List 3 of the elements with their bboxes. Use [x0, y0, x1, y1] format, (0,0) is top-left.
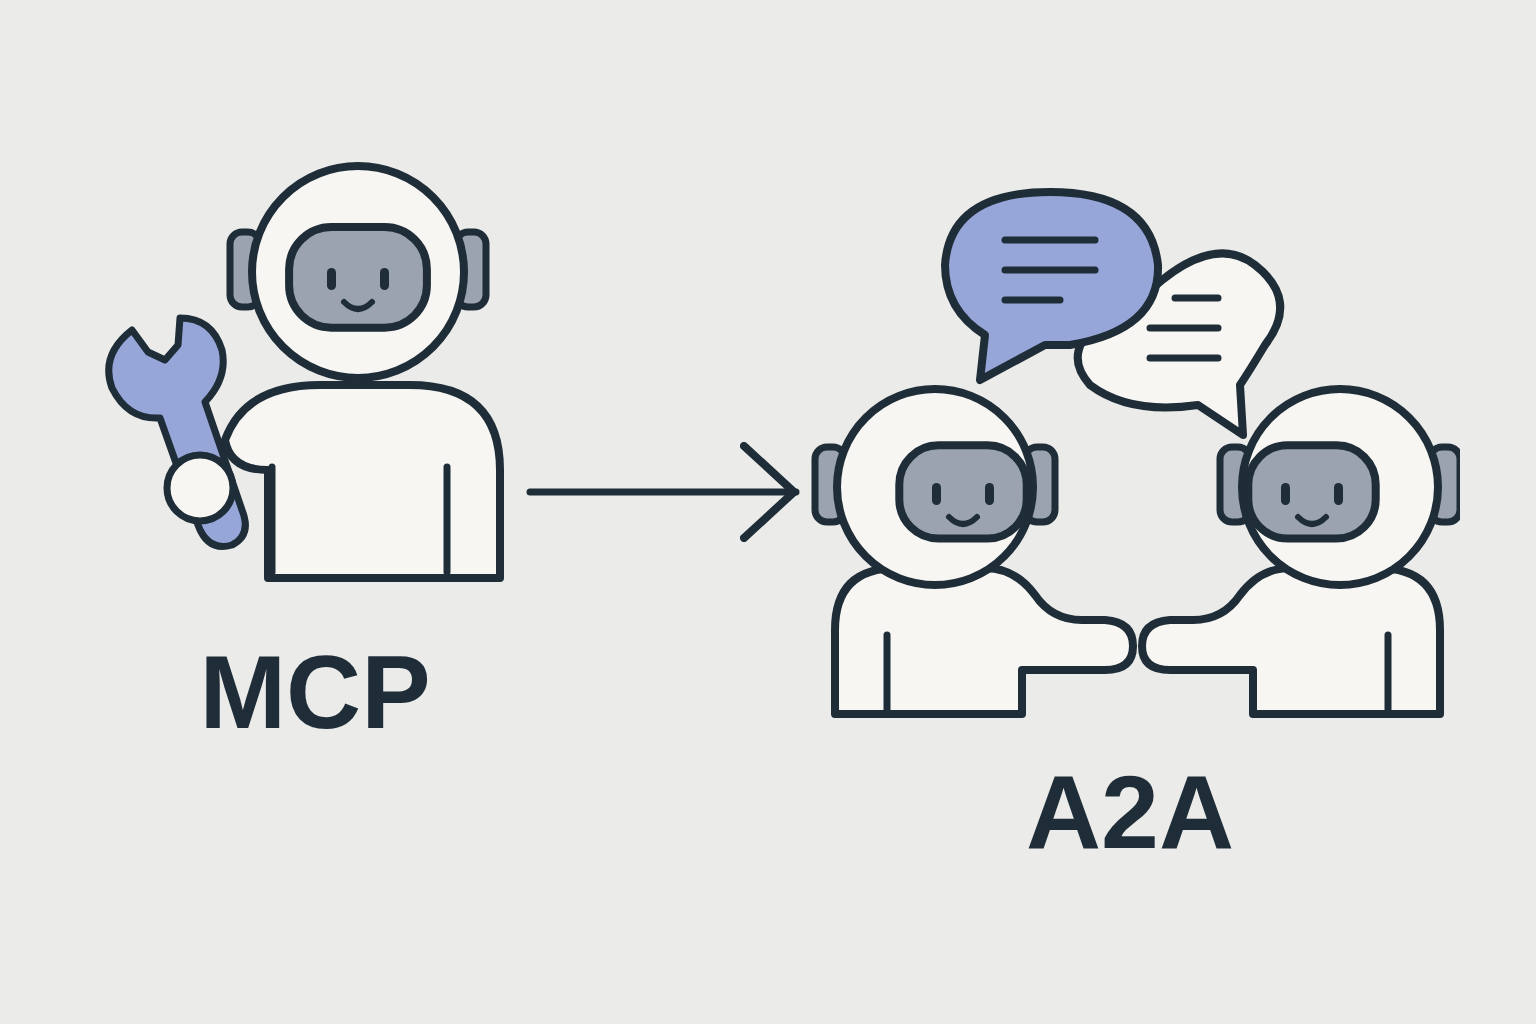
heading-label: MCP — [199, 640, 431, 744]
heading-label: A2A — [1025, 760, 1235, 864]
arrow — [526, 442, 800, 542]
